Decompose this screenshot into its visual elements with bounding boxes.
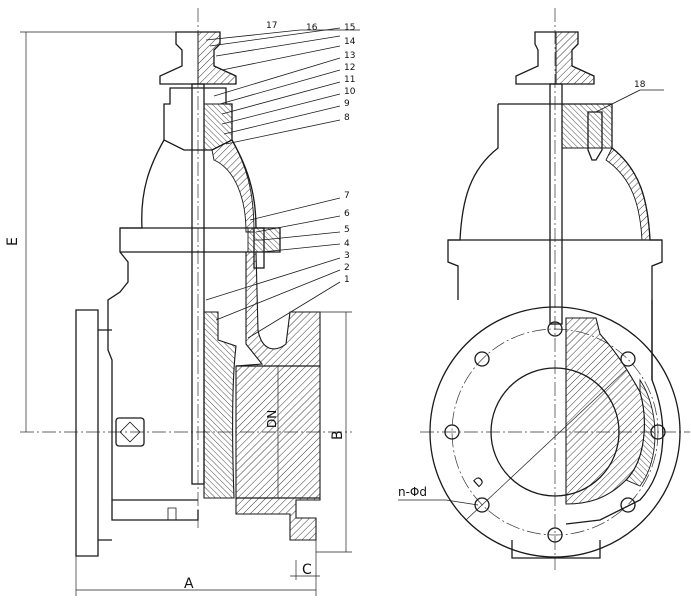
part-label-18: 18	[634, 80, 646, 90]
bolt-hole	[620, 497, 636, 513]
drain-plug	[167, 507, 177, 521]
part-label-12: 12	[344, 63, 355, 73]
leader-6	[255, 215, 341, 233]
leader-2	[215, 269, 341, 321]
part-label-3: 3	[344, 251, 350, 261]
part-label-8: 8	[344, 113, 350, 123]
bonnet-wall-section	[211, 139, 255, 233]
part-label-4: 4	[344, 239, 350, 249]
leader-14	[221, 45, 341, 71]
dim-label-A: A	[184, 576, 194, 592]
end-stem	[549, 83, 563, 325]
side-plug-square	[119, 421, 141, 443]
part-number-labels: 17 16 15 14 13 12 11 10 9 8 7 6 5 4 3 2 …	[266, 21, 356, 285]
end-stem-cap-section	[555, 31, 595, 85]
stem	[191, 83, 205, 485]
part-label-17: 17	[266, 21, 277, 31]
side-section-view	[20, 8, 352, 557]
left-flange	[75, 309, 99, 557]
dim-D-line	[465, 369, 627, 521]
leader-15	[215, 35, 341, 57]
dim-label-D: D	[471, 474, 487, 491]
gate-wedge	[203, 311, 237, 499]
bolt-hole	[547, 527, 563, 543]
leader-12	[219, 69, 341, 105]
dim-label-n-phi-d: n-Φd	[398, 485, 427, 499]
dim-label-DN: DN	[265, 410, 279, 428]
end-body-outline	[565, 300, 664, 525]
bonnet-bolt	[253, 227, 265, 269]
end-seat-section	[625, 378, 656, 487]
dim-label-E: E	[5, 237, 21, 246]
leader-18	[595, 89, 641, 113]
part-label-13: 13	[344, 51, 355, 61]
part-label-16: 16	[306, 23, 318, 33]
dim-label-C: C	[302, 562, 312, 578]
leader-11	[221, 81, 341, 115]
leader-8	[225, 119, 341, 145]
leader-13	[213, 57, 341, 97]
bolt-hole	[650, 424, 666, 440]
bolt-hole	[474, 497, 490, 513]
side-plug	[115, 417, 145, 447]
bolt-circle	[451, 328, 659, 536]
end-bonnet-wall-section	[605, 147, 651, 241]
part-label-15: 15	[344, 23, 355, 33]
leader-1	[247, 281, 341, 339]
leader-5	[261, 231, 341, 241]
end-gland-section	[561, 103, 613, 149]
end-view: 18 D n-Φd	[398, 8, 690, 570]
part-label-14: 14	[344, 37, 356, 47]
bonnet-bolt-18	[587, 111, 603, 161]
leader-4	[261, 243, 341, 253]
end-bonnet-left	[447, 104, 499, 300]
stem-cap-section	[197, 31, 237, 85]
bolt-hole	[444, 424, 460, 440]
flange-neck	[98, 329, 112, 541]
part-label-9: 9	[344, 99, 350, 109]
part-label-10: 10	[344, 87, 356, 97]
part-label-1: 1	[344, 275, 350, 285]
leader-17	[205, 29, 301, 41]
leader-10	[221, 93, 341, 125]
part-leaders	[205, 27, 360, 339]
part-label-6: 6	[344, 209, 350, 219]
leader-3	[205, 257, 341, 301]
flange-outer-circle	[429, 306, 681, 558]
bolt-holes	[444, 321, 666, 543]
side-dimensions: E A C B DN	[5, 31, 352, 596]
dim-label-B: B	[330, 430, 346, 440]
bolt-hole	[547, 321, 563, 337]
leader-7	[249, 197, 341, 221]
part-label-2: 2	[344, 263, 350, 273]
body-bottom	[111, 500, 199, 521]
part-label-11: 11	[344, 75, 355, 85]
end-base	[511, 540, 601, 559]
leader-9	[223, 105, 341, 135]
leader-16	[209, 27, 341, 47]
bolt-hole	[474, 351, 490, 367]
bolt-hole	[620, 351, 636, 367]
part-label-5: 5	[344, 225, 350, 235]
dim-nphid-leader	[445, 499, 479, 506]
part-label-7: 7	[344, 191, 350, 201]
